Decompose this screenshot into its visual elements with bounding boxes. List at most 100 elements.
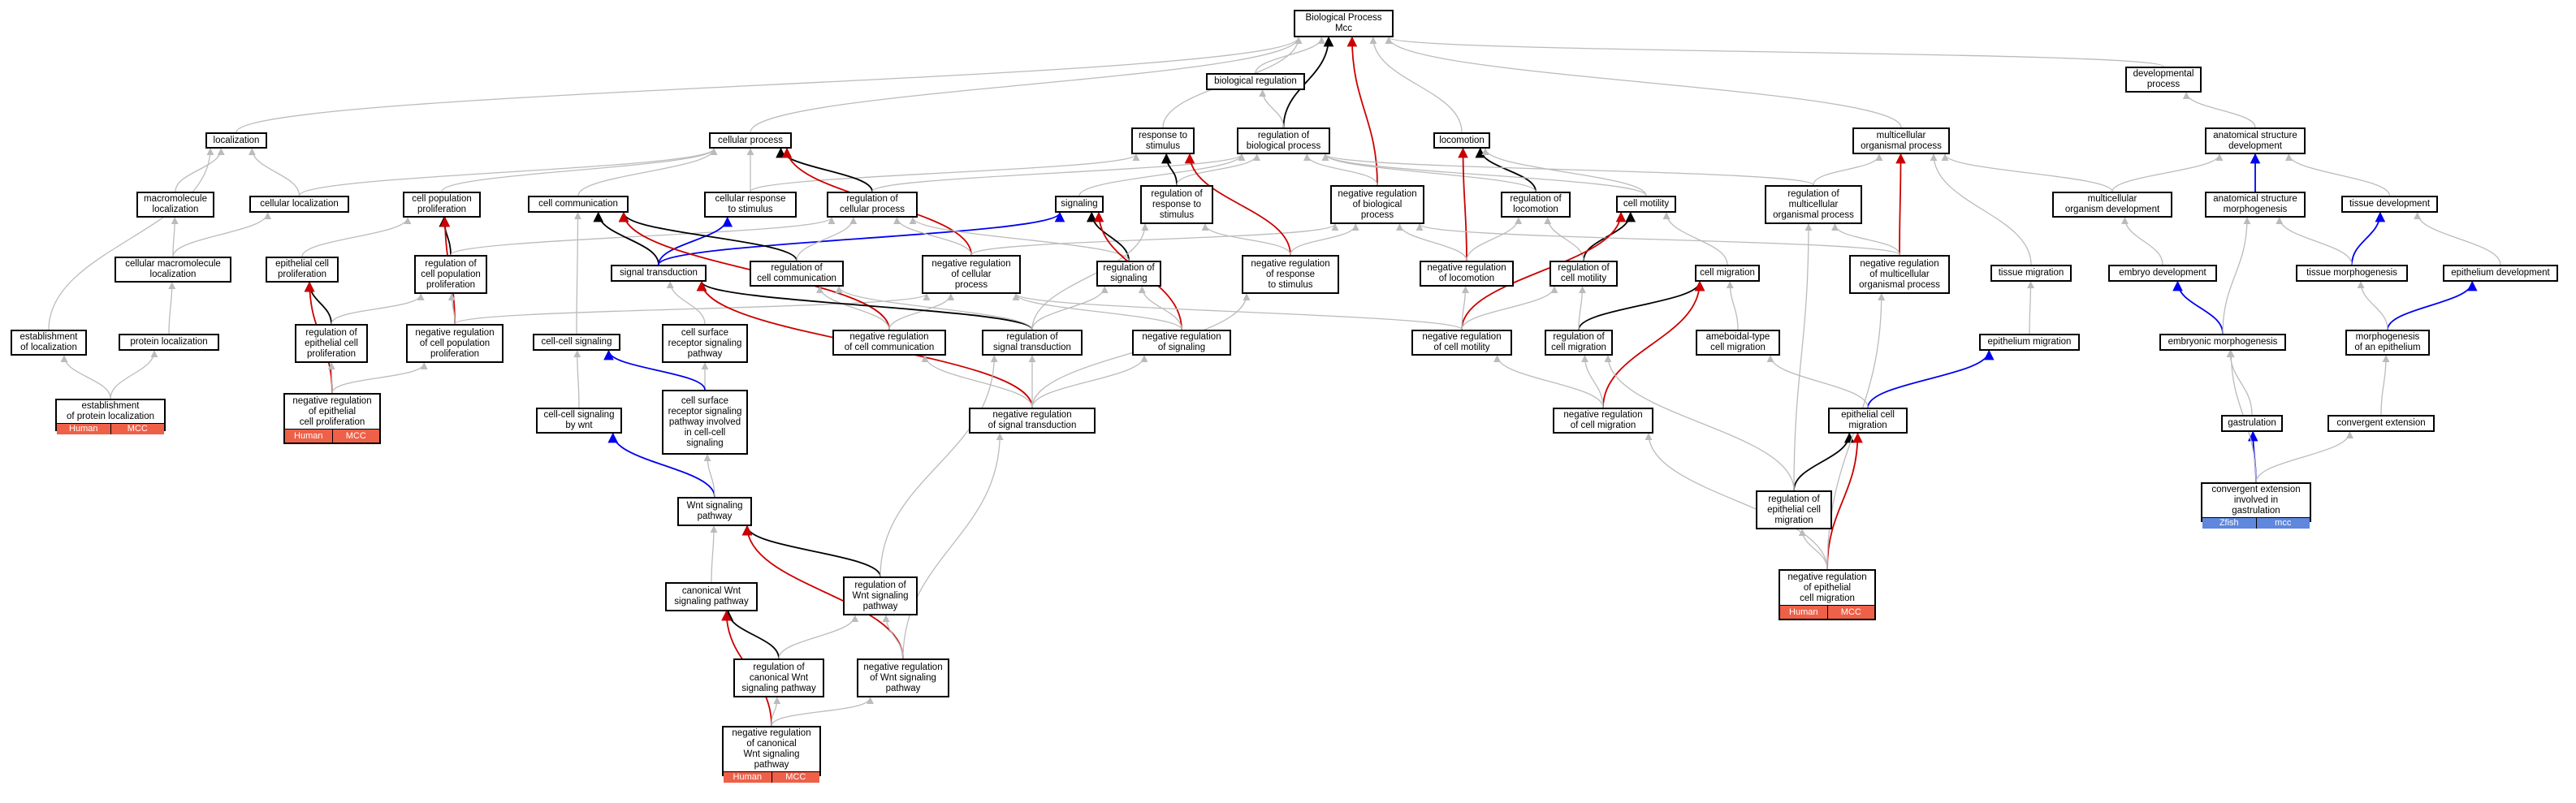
go-term-node[interactable]: establishment of localization (11, 330, 87, 356)
go-term-node[interactable]: regulation of epithelial cell migration (1756, 490, 1832, 529)
go-term-node[interactable]: anatomical structure development (2205, 127, 2306, 154)
go-term-label: cell surface receptor signaling pathway … (668, 395, 742, 448)
edge-red (1346, 36, 1378, 186)
go-term-node[interactable]: cell migration (1695, 265, 1760, 282)
go-term-node[interactable]: regulation of cell motility (1549, 261, 1618, 287)
go-term-label: negative regulation of cellular process (931, 258, 1011, 290)
go-term-node[interactable]: embryonic morphogenesis (2159, 334, 2286, 351)
edge-gray (2026, 281, 2035, 335)
go-term-node[interactable]: epithelial cell proliferation (266, 257, 339, 283)
go-term-node[interactable]: macromolecule localization (136, 192, 214, 218)
go-term-node[interactable]: negative regulation of signal transducti… (969, 408, 1096, 434)
go-term-label: epithelium development (2451, 268, 2550, 278)
go-term-node[interactable]: negative regulation of epithelial cell m… (1779, 569, 1876, 620)
go-term-node[interactable]: cell surface receptor signaling pathway (662, 324, 748, 363)
go-term-label: canonical Wnt signaling pathway (674, 586, 749, 607)
gene-tag: MCC (331, 430, 379, 443)
go-term-node[interactable]: regulation of signaling (1096, 261, 1161, 287)
go-term-node[interactable]: cellular localization (249, 196, 349, 213)
go-term-node[interactable]: negative regulation of cell population p… (406, 324, 504, 363)
go-term-label: regulation of cell communication (757, 263, 836, 283)
go-term-node[interactable]: negative regulation of canonical Wnt sig… (722, 726, 821, 783)
go-term-node[interactable]: negative regulation of multicellular org… (1849, 255, 1950, 294)
go-term-node[interactable]: epithelial cell migration (1828, 408, 1908, 434)
go-term-node[interactable]: regulation of canonical Wnt signaling pa… (733, 658, 824, 697)
go-term-node[interactable]: cellular macromolecule localization (115, 257, 231, 283)
edge-gray (168, 282, 176, 335)
go-term-node[interactable]: regulation of cell population proliferat… (414, 255, 487, 294)
go-term-node[interactable]: Wnt signaling pathway (677, 497, 752, 526)
go-term-node[interactable]: negative regulation of cell migration (1553, 408, 1653, 434)
go-term-node[interactable]: tissue development (2341, 196, 2438, 213)
go-term-node[interactable]: negative regulation of locomotion (1420, 261, 1514, 287)
go-term-node[interactable]: negative regulation of response to stimu… (1242, 255, 1339, 294)
go-term-node[interactable]: negative regulation of signaling (1132, 330, 1231, 356)
go-term-node[interactable]: epithelium development (2443, 265, 2558, 282)
edge-gray (902, 433, 1004, 659)
edge-gray (48, 148, 214, 330)
go-term-node[interactable]: regulation of Wnt signaling pathway (843, 576, 918, 615)
go-term-node[interactable]: regulation of cell migration (1545, 330, 1613, 356)
go-term-node[interactable]: tissue migration (1990, 265, 2072, 282)
go-term-node[interactable]: localization (205, 132, 267, 149)
go-term-node[interactable]: convergent extension involved in gastrul… (2201, 482, 2311, 529)
go-term-node[interactable]: protein localization (119, 334, 219, 351)
go-term-label: regulation of cell migration (1551, 332, 1606, 352)
go-term-node[interactable]: cell communication (528, 196, 629, 213)
edge-blue (658, 211, 1065, 266)
edge-black (1160, 153, 1178, 186)
go-term-node[interactable]: regulation of signal transduction (982, 330, 1083, 356)
edge-red (741, 525, 904, 659)
go-term-node[interactable]: biological regulation (1206, 73, 1305, 90)
go-term-node[interactable]: signal transduction (611, 265, 707, 282)
edge-gray (1544, 217, 1584, 261)
edge-gray (1941, 153, 2113, 192)
go-term-node[interactable]: embryo development (2108, 265, 2217, 282)
go-term-node[interactable]: negative regulation of Wnt signaling pat… (857, 658, 949, 697)
go-term-node[interactable]: locomotion (1433, 132, 1490, 149)
go-term-node[interactable]: developmental process (2125, 67, 2202, 93)
go-term-node[interactable]: negative regulation of cell communicatio… (832, 330, 946, 356)
go-term-node[interactable]: multicellular organismal process (1852, 127, 1950, 154)
go-term-node[interactable]: tissue morphogenesis (2296, 265, 2408, 282)
go-term-node[interactable]: cell-cell signaling by wnt (536, 408, 622, 434)
go-term-node[interactable]: Biological Process Mcc (1294, 10, 1394, 37)
edge-gray (1645, 433, 1828, 570)
edge-gray (2226, 350, 2253, 416)
go-term-node[interactable]: cellular process (709, 132, 792, 149)
go-term-node[interactable]: morphogenesis of an epithelium (2345, 330, 2430, 356)
go-term-node[interactable]: cellular response to stimulus (704, 192, 797, 218)
go-term-node[interactable]: negative regulation of cell motility (1411, 330, 1512, 356)
go-term-node[interactable]: regulation of cell communication (750, 261, 844, 287)
go-term-node[interactable]: cell motility (1616, 196, 1676, 213)
go-term-label: negative regulation of epithelial cell p… (292, 395, 372, 427)
go-term-node[interactable]: negative regulation of biological proces… (1330, 185, 1424, 224)
go-term-node[interactable]: negative regulation of cellular process (922, 255, 1021, 294)
go-term-node[interactable]: response to stimulus (1131, 127, 1195, 154)
go-term-node[interactable]: anatomical structure morphogenesis (2205, 192, 2306, 218)
go-term-node[interactable]: negative regulation of epithelial cell p… (283, 393, 381, 444)
go-term-node[interactable]: signaling (1055, 196, 1104, 213)
go-term-node[interactable]: cell surface receptor signaling pathway … (662, 390, 748, 455)
go-term-node[interactable]: cell-cell signaling (533, 334, 620, 351)
go-term-node[interactable]: regulation of biological process (1237, 127, 1330, 154)
go-term-node[interactable]: gastrulation (2221, 415, 2283, 432)
go-term-node[interactable]: canonical Wnt signaling pathway (665, 582, 758, 611)
go-term-label: epithelial cell migration (1841, 410, 1895, 430)
go-term-label: epithelium migration (1987, 337, 2072, 347)
go-term-node[interactable]: regulation of epithelial cell proliferat… (295, 324, 368, 363)
go-term-node[interactable]: regulation of cellular process (827, 192, 918, 218)
go-term-node[interactable]: epithelium migration (1979, 334, 2080, 351)
edge-gray (331, 293, 425, 325)
go-term-node[interactable]: regulation of locomotion (1501, 192, 1571, 218)
go-term-node[interactable]: regulation of multicellular organismal p… (1765, 185, 1862, 224)
go-term-node[interactable]: regulation of response to stimulus (1140, 185, 1213, 224)
go-term-node[interactable]: multicellular organism development (2052, 192, 2172, 218)
go-term-node[interactable]: convergent extension (2327, 415, 2435, 432)
go-term-node[interactable]: cell population proliferation (403, 192, 481, 218)
go-term-node[interactable]: ameboidal-type cell migration (1696, 330, 1780, 356)
edge-red (1826, 432, 1863, 570)
